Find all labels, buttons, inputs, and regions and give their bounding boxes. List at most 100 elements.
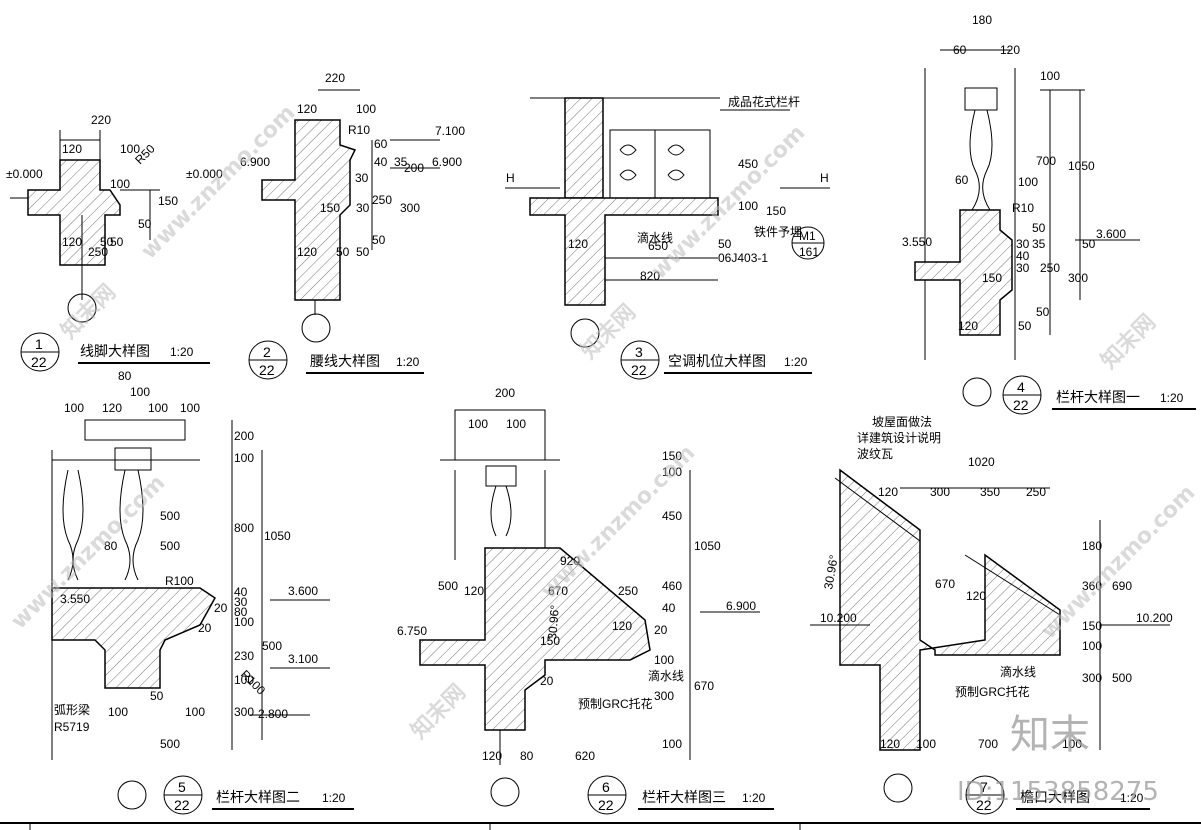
detail-5-dim-j: 1050	[264, 529, 291, 543]
detail-5-number: 5	[178, 779, 186, 795]
detail-5-sheet: 22	[174, 797, 190, 813]
detail-7-dim-q: 700	[978, 737, 998, 751]
detail-6-number: 6	[602, 779, 610, 795]
detail-4-section	[914, 209, 1013, 336]
detail-2-level-a: 7.100	[435, 124, 465, 138]
detail-7: 坡屋面做法 详建筑设计说明 波纹瓦 1020 120 300 350 250 1…	[810, 414, 1173, 815]
detail-5-level-d: 2.800	[258, 707, 288, 721]
detail-5-dim-t: 500	[262, 639, 282, 653]
detail-6-sheet: 22	[598, 797, 614, 813]
detail-2: 220 120 100 R10 60 40 30 35 200 150 250 …	[240, 71, 465, 380]
detail-6-dim-m: 460	[662, 579, 682, 593]
detail-1-dim-h: 50	[110, 235, 124, 249]
detail-5-dim-e: 100	[148, 401, 168, 415]
detail-5-dim-w: 50	[150, 689, 164, 703]
detail-2-dim-c: 100	[356, 102, 376, 116]
detail-1-dim-c: 100	[120, 142, 140, 156]
detail-3: 成品花式栏杆 450 100 150 滴水线 铁件予埋 650 50 06J40…	[505, 94, 830, 380]
detail-7-title: 檐口大样图	[1020, 790, 1090, 806]
detail-2-dim-g: 35	[394, 155, 408, 169]
detail-4-dim-j: 30	[1016, 237, 1030, 251]
detail-3-dim-e: 50	[718, 237, 732, 251]
detail-3-slab	[529, 197, 719, 306]
detail-5-dim-u: 230	[234, 649, 254, 663]
watermark-id: ID:1153858275	[957, 777, 1159, 807]
detail-2-radius: R10	[348, 123, 370, 137]
detail-4-dim-p: 150	[982, 271, 1002, 285]
detail-3-dim-a: 450	[738, 157, 758, 171]
detail-2-dim-f: 30	[355, 171, 369, 185]
detail-4-dim-s: 120	[958, 319, 978, 333]
detail-3-note-railing: 成品花式栏杆	[728, 94, 800, 109]
detail-4-dim-b: 60	[953, 43, 967, 57]
detail-7-level-left: 10.200	[820, 611, 857, 625]
detail-1-dim-j: 50	[100, 235, 114, 249]
detail-4-dim-e: 700	[1036, 154, 1056, 168]
detail-6-level-left: 6.750	[397, 624, 427, 638]
detail-6-note-drip: 滴水线	[648, 668, 684, 683]
detail-7-dim-c: 300	[930, 485, 950, 499]
detail-6-dim-v: 120	[482, 749, 502, 763]
detail-5-dim-n: 40	[234, 585, 248, 599]
detail-5-level-c: 3.100	[288, 652, 318, 666]
detail-3-railing	[609, 129, 711, 199]
detail-5-dim-c: 100	[64, 401, 84, 415]
detail-6-dim-q: 120	[612, 619, 632, 633]
detail-3-dim-c: 150	[766, 204, 786, 218]
detail-3-sheet: 22	[631, 362, 647, 378]
detail-5-level-b: 3.600	[288, 584, 318, 598]
detail-4-dim-t: 50	[1018, 319, 1032, 333]
detail-7-dim-j: 120	[966, 589, 986, 603]
detail-5-dim-m: 80	[104, 539, 118, 553]
detail-4-dim-h: 100	[1018, 175, 1038, 189]
detail-4-dim-a: 180	[972, 13, 992, 27]
detail-6-dim-i: 500	[438, 579, 458, 593]
detail-4-dim-o: 250	[1040, 261, 1060, 275]
detail-5-dim-k: 500	[160, 509, 180, 523]
detail-7-dim-l: 100	[1082, 639, 1102, 653]
detail-4-level-right: 3.600	[1096, 227, 1126, 241]
detail-6-dim-g: 1050	[694, 539, 721, 553]
detail-2-dim-k: 30	[356, 201, 370, 215]
detail-5-dim-l: 500	[160, 539, 180, 553]
detail-6-dim-j: 120	[464, 584, 484, 598]
watermark-cn-2: 知末网	[576, 299, 641, 364]
detail-4-dim-q: 300	[1068, 271, 1088, 285]
watermark-url-5: www.znzmo.com	[1037, 480, 1201, 644]
detail-6-scale: 1:20	[742, 791, 766, 805]
detail-4-dim-l: 35	[1032, 237, 1046, 251]
detail-5-note-beam: 弧形梁	[54, 702, 90, 717]
detail-3-note-embed: 铁件予埋	[754, 225, 802, 239]
detail-6-level-right: 6.900	[726, 599, 756, 613]
detail-5-dim-r: 20	[214, 601, 228, 615]
detail-7-dim-i: 690	[1112, 579, 1132, 593]
detail-7-angle: 30.96°	[821, 554, 841, 591]
detail-3-level-left: H	[506, 171, 515, 185]
detail-3-note-drip: 滴水线	[637, 230, 673, 245]
detail-7-sheet: 22	[976, 797, 992, 813]
detail-4-dim-g: 60	[955, 173, 969, 187]
detail-2-dim-p: 50	[356, 245, 370, 259]
detail-4-scale: 1:20	[1160, 391, 1184, 405]
detail-4-dim-n: 30	[1016, 261, 1030, 275]
detail-6: 200 100 100 150 100 450 1050 920 500 120…	[397, 386, 774, 815]
detail-2-scale: 1:20	[396, 355, 420, 369]
detail-2-dim-n: 120	[297, 245, 317, 259]
detail-2-sheet: 22	[259, 362, 275, 378]
detail-5-dim-h: 100	[234, 451, 254, 465]
detail-2-dim-j: 250	[372, 193, 392, 207]
detail-7-note-spec: 详建筑设计说明	[857, 430, 941, 445]
detail-5-dim-z: 300	[234, 705, 254, 719]
detail-2-level-c: 6.900	[432, 155, 462, 169]
detail-6-dim-n: 40	[662, 601, 676, 615]
detail-6-dim-r: 100	[654, 653, 674, 667]
detail-5-dim-g: 200	[234, 429, 254, 443]
detail-3-wall	[564, 97, 604, 199]
detail-3-dim-g: 120	[568, 237, 588, 251]
detail-7-dim-e: 250	[1026, 485, 1046, 499]
detail-4-dim-m: 50	[1082, 237, 1096, 251]
detail-5-level-a: 3.550	[60, 592, 90, 606]
detail-4-title: 栏杆大样图一	[1056, 390, 1140, 406]
watermark-cn-3: 知末网	[406, 679, 471, 744]
detail-5-section	[51, 587, 216, 689]
